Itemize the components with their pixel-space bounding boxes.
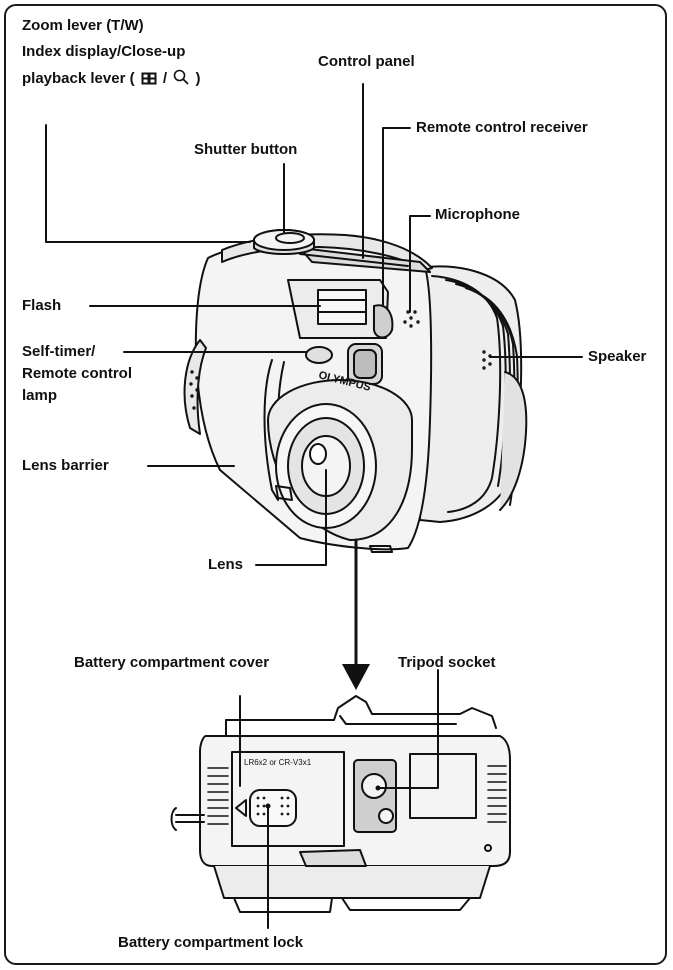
index-display-icon xyxy=(141,71,157,91)
magnify-icon xyxy=(173,69,189,91)
label-zoom-lever-line3-end: ) xyxy=(195,70,201,87)
label-lens-barrier: Lens barrier xyxy=(22,457,109,474)
diagram-frame xyxy=(4,4,667,965)
leader-lines xyxy=(45,83,583,929)
camera-bottom-view xyxy=(170,695,511,913)
label-zoom-lever-line3-text: playback lever ( xyxy=(22,70,135,87)
label-flash: Flash xyxy=(22,297,62,314)
label-lens: Lens xyxy=(208,556,244,573)
label-speaker: Speaker xyxy=(588,348,647,365)
label-zoom-lever-line2: Index display/Close-up xyxy=(22,43,186,60)
label-self-timer-line1: Self-timer/ xyxy=(22,343,96,360)
label-shutter-button: Shutter button xyxy=(194,141,298,158)
label-control-panel: Control panel xyxy=(318,53,415,70)
label-zoom-lever-line3: playback lever ( / ) xyxy=(22,69,200,91)
battery-spec-text: LR6x2 or CR-V3x1 xyxy=(244,758,312,767)
label-self-timer-line2: Remote control xyxy=(22,365,133,382)
camera-front-view xyxy=(183,229,528,553)
label-battery-compartment-lock: Battery compartment lock xyxy=(118,934,304,951)
label-zoom-lever-line1: Zoom lever (T/W) xyxy=(22,17,144,34)
label-self-timer-line3: lamp xyxy=(22,387,58,404)
label-tripod-socket: Tripod socket xyxy=(398,654,496,671)
label-microphone: Microphone xyxy=(435,206,520,223)
label-remote-control-receiver: Remote control receiver xyxy=(416,119,588,136)
label-battery-compartment-cover: Battery compartment cover xyxy=(74,654,270,671)
arrow-down-icon xyxy=(342,664,370,690)
